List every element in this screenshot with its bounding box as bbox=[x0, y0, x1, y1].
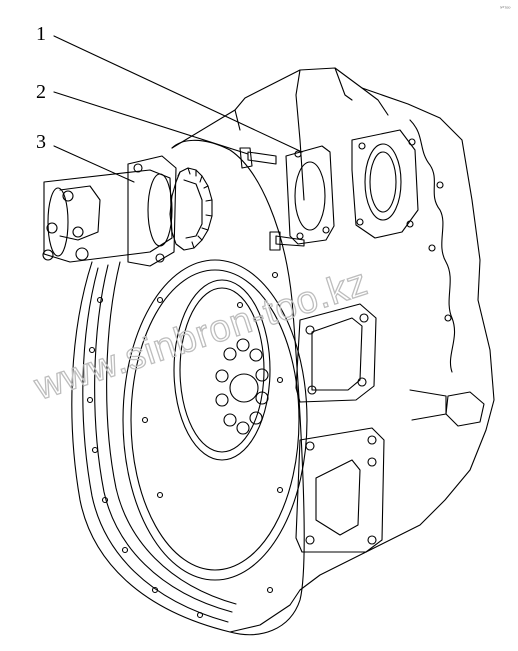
gasket-part bbox=[285, 145, 335, 245]
flywheel-ring bbox=[122, 259, 308, 581]
upper-flange bbox=[351, 129, 419, 239]
flywheel-disc bbox=[173, 279, 271, 461]
callout-3: 3 bbox=[36, 131, 46, 153]
callout-2: 2 bbox=[36, 81, 46, 103]
callout-1: 1 bbox=[36, 23, 46, 45]
watermark: www.sinbron-too.kz bbox=[29, 261, 373, 409]
leader-line-1 bbox=[53, 35, 303, 153]
drive-gear bbox=[169, 167, 213, 251]
lower-cover-plate bbox=[295, 427, 385, 553]
side-bolt bbox=[445, 391, 485, 427]
pump-body bbox=[43, 169, 173, 263]
upper-cover-plate bbox=[295, 303, 377, 403]
bolt-part-upper bbox=[239, 147, 277, 169]
side-gasket bbox=[409, 119, 456, 373]
pump-flange bbox=[127, 155, 177, 267]
leader-line-3 bbox=[53, 145, 135, 183]
corner-mark: ᴺ°ᵀᴼᴼ bbox=[500, 6, 510, 12]
hub-bolt-circle bbox=[215, 338, 269, 435]
perimeter-holes bbox=[86, 271, 284, 619]
leader-line-2 bbox=[53, 91, 249, 155]
bolt-part-lower bbox=[269, 231, 305, 251]
bell-housing bbox=[71, 139, 305, 636]
